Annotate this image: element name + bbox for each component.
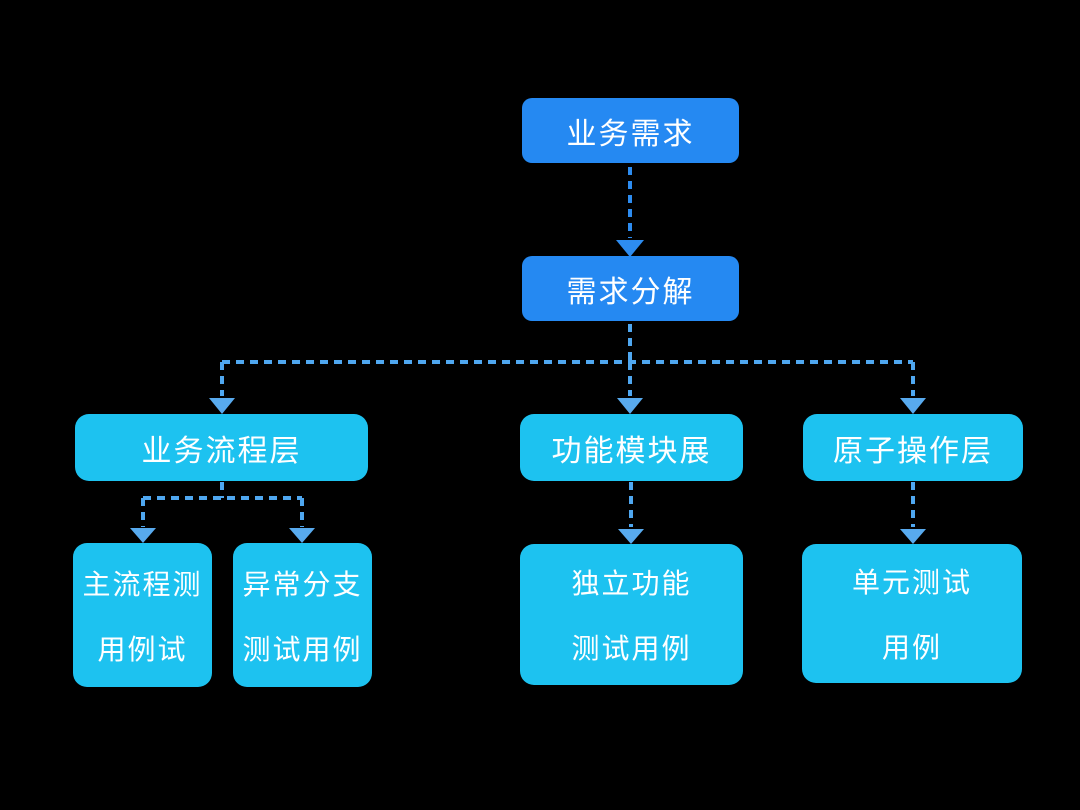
node-exception-branch-test-case: 异常分支 测试用例 bbox=[233, 543, 372, 687]
connector-top-arrowhead-icon bbox=[616, 240, 644, 257]
node-atomic-operation-layer-label: 原子操作层 bbox=[833, 434, 993, 468]
node-atomic-operation-layer: 原子操作层 bbox=[803, 414, 1023, 481]
node-unit-test-case: 单元测试 用例 bbox=[802, 544, 1022, 683]
node-requirement-decomposition: 需求分解 bbox=[522, 256, 739, 321]
node-independent-function-test-case-line1: 独立功能 bbox=[571, 568, 692, 599]
node-business-process-layer-label: 业务流程层 bbox=[141, 434, 302, 468]
node-main-flow-test-case-line1: 主流程测 bbox=[82, 568, 203, 600]
node-function-module-layer-label: 功能模块展 bbox=[551, 434, 712, 468]
node-exception-branch-test-case-line2: 测试用例 bbox=[242, 633, 363, 665]
node-unit-test-case-line2: 用例 bbox=[881, 632, 942, 663]
connector-branch-lines bbox=[141, 324, 915, 527]
node-independent-function-test-case: 独立功能 测试用例 bbox=[520, 544, 743, 685]
node-independent-function-test-case-line2: 测试用例 bbox=[571, 633, 692, 664]
node-business-requirement-label: 业务需求 bbox=[566, 117, 695, 151]
node-requirement-decomposition-label: 需求分解 bbox=[566, 275, 695, 309]
node-main-flow-test-case-line2: 用例试 bbox=[97, 633, 188, 665]
node-business-process-layer: 业务流程层 bbox=[75, 414, 368, 481]
node-business-requirement: 业务需求 bbox=[522, 98, 739, 163]
node-exception-branch-test-case-line1: 异常分支 bbox=[242, 568, 363, 600]
node-unit-test-case-line1: 单元测试 bbox=[851, 567, 972, 598]
node-main-flow-test-case: 主流程测 用例试 bbox=[73, 543, 212, 687]
node-function-module-layer: 功能模块展 bbox=[520, 414, 743, 481]
